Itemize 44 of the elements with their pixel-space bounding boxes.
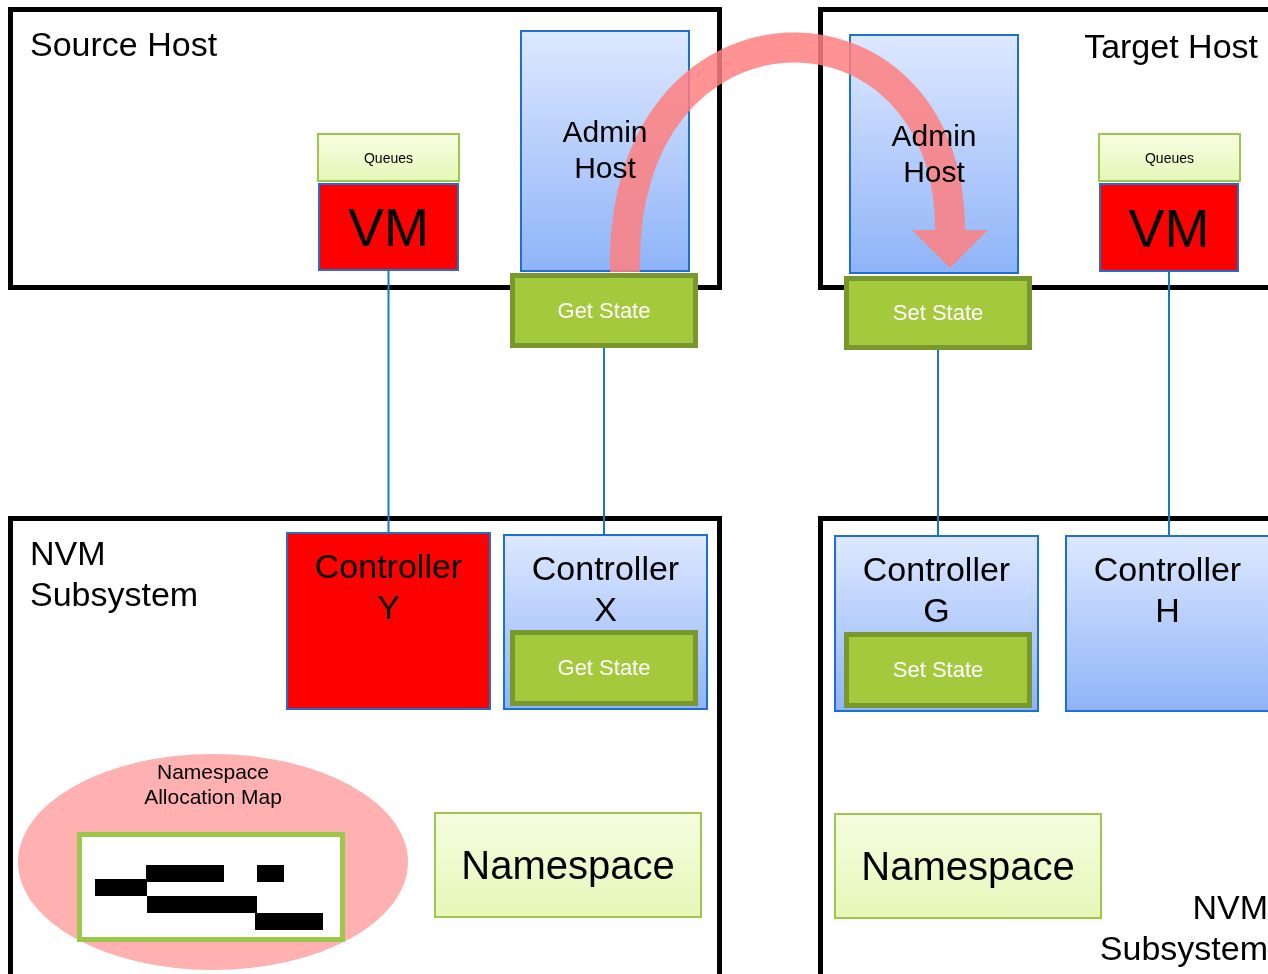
host-box	[818, 7, 1268, 290]
admin-host-label: Admin Host	[561, 114, 649, 186]
host-box	[8, 7, 722, 290]
namespace-box	[834, 813, 1102, 919]
set-state-label: Set State	[892, 299, 984, 327]
subsystem-box	[818, 516, 1268, 974]
set-state-box	[844, 632, 1032, 708]
queues-box	[317, 133, 460, 182]
subsystem-label: NVM Subsystem	[30, 533, 200, 615]
vm-label: VM	[348, 195, 429, 259]
controller-box	[286, 532, 491, 710]
controller-label: Controller Y	[313, 546, 464, 628]
set-state-label: Set State	[892, 656, 984, 684]
vm-box	[1099, 183, 1239, 272]
get-state-label: Get State	[557, 297, 651, 324]
host-label: Target Host	[1083, 26, 1258, 67]
namespace-label: Namespace	[461, 842, 675, 889]
subsystem-label: NVM Subsystem	[1098, 887, 1268, 969]
controller-label: Controller X	[530, 548, 681, 630]
queues-label: Queues	[1145, 149, 1194, 166]
admin-host-label: Admin Host	[890, 118, 978, 190]
controller-label: Controller H	[1092, 549, 1243, 631]
namespace-box	[434, 812, 702, 918]
connector-line	[937, 349, 939, 536]
subsystem-box	[8, 516, 722, 974]
get-state-box	[510, 630, 698, 706]
controller-box	[503, 534, 708, 710]
vm-box	[318, 183, 459, 271]
allocation-map-label: Namespace Allocation Map	[143, 759, 283, 810]
connector-line	[1168, 271, 1170, 536]
controller-label: Controller G	[861, 549, 1012, 631]
connector-line	[603, 347, 605, 535]
connector-line	[387, 270, 390, 533]
set-state-box	[844, 276, 1032, 350]
controller-box	[834, 535, 1039, 712]
get-state-box	[510, 273, 698, 348]
curved-arrow	[610, 32, 988, 274]
namespace-label: Namespace	[861, 843, 1075, 890]
queues-label: Queues	[364, 149, 413, 166]
controller-box	[1065, 535, 1268, 712]
vm-label: VM	[1128, 196, 1210, 260]
get-state-label: Get State	[557, 654, 651, 682]
queues-box	[1098, 133, 1241, 182]
host-label: Source Host	[30, 24, 219, 65]
